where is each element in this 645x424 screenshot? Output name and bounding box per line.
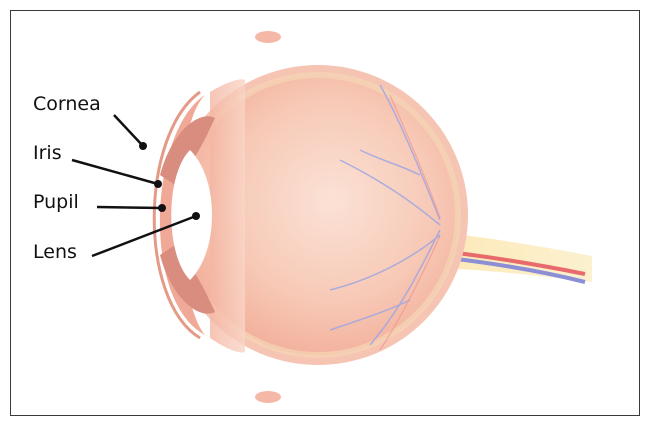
iris-dot (154, 180, 162, 188)
cornea-label: Cornea (33, 95, 101, 114)
lens-dot (192, 212, 200, 220)
upper-muscle (255, 31, 281, 43)
iris-leader (72, 160, 158, 184)
pupil-dot (158, 204, 166, 212)
anterior-chamber (210, 79, 245, 352)
pupil-label: Pupil (33, 193, 79, 212)
cornea-leader (114, 115, 143, 146)
pupil-leader (97, 207, 162, 208)
lower-muscle (255, 391, 281, 403)
cornea-dot (139, 142, 147, 150)
lens-label: Lens (33, 243, 77, 262)
iris-label: Iris (33, 144, 62, 163)
